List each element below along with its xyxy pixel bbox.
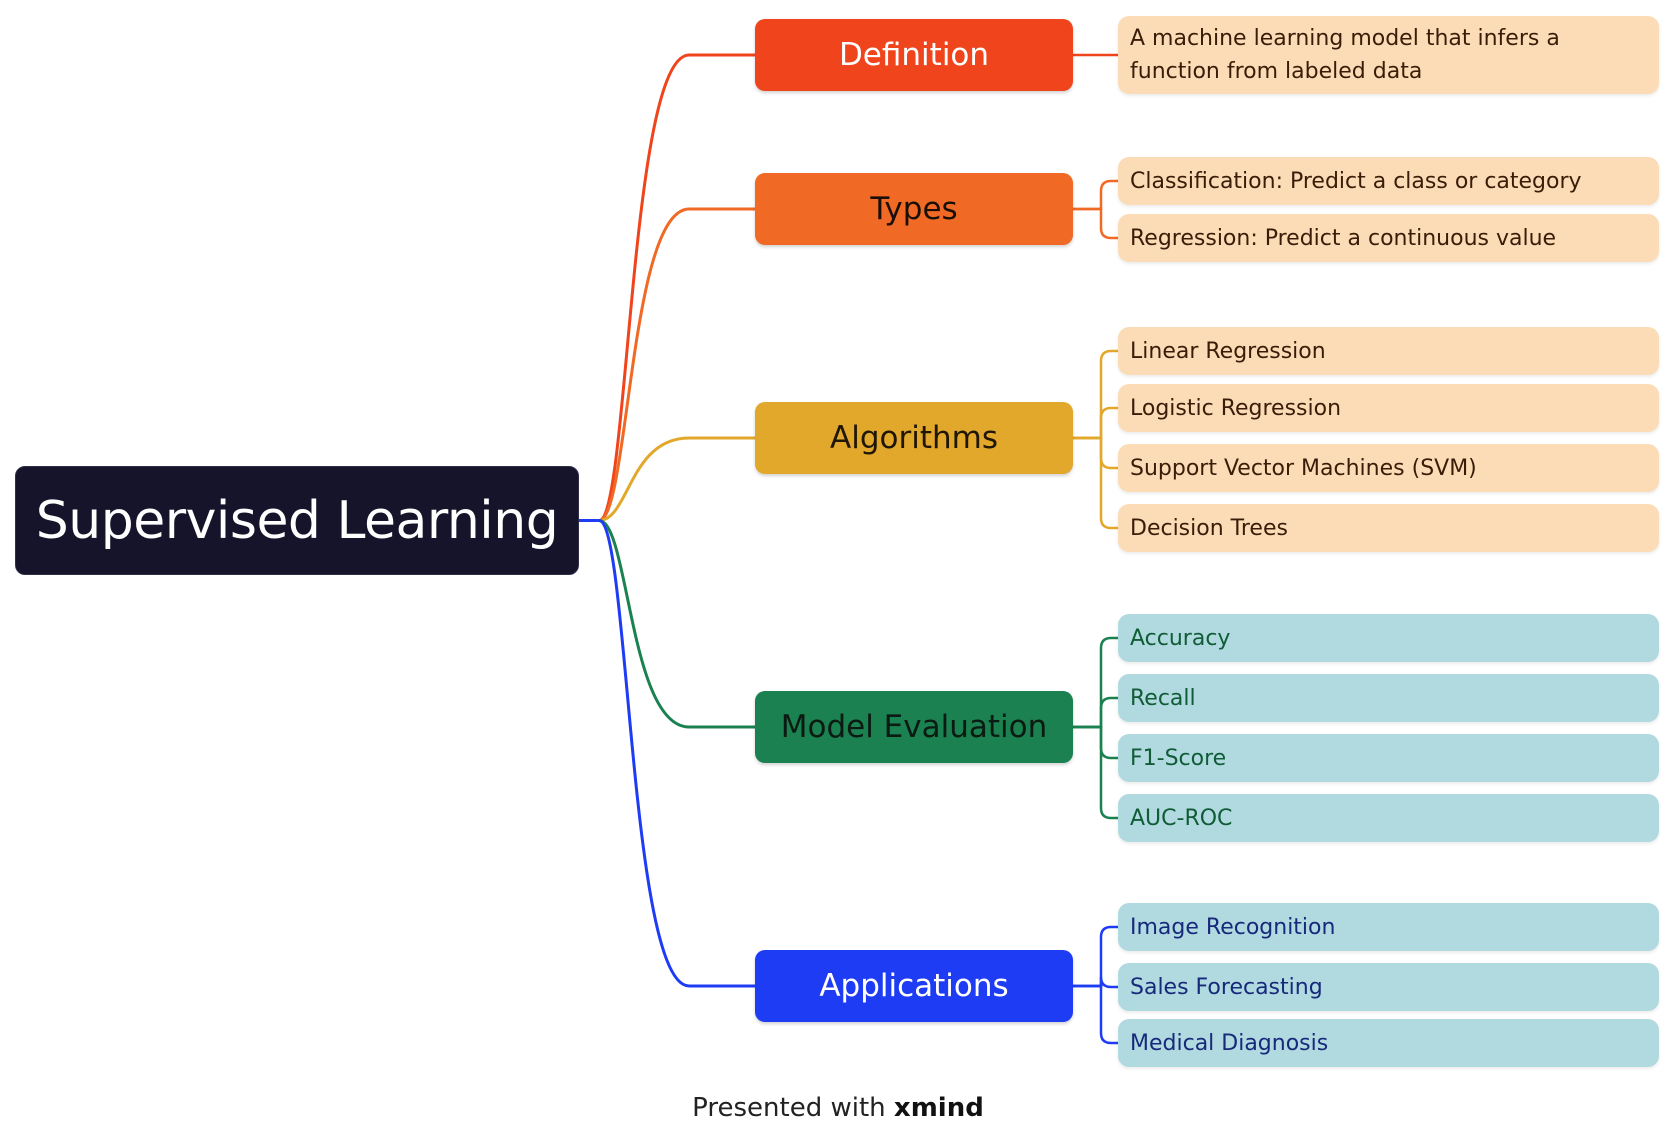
leaf-connector-3-2 bbox=[1071, 725, 1120, 760]
leaf-connector-3-1 bbox=[1071, 696, 1120, 729]
branch-connector-2 bbox=[597, 436, 757, 522]
leaf-label: F1-Score bbox=[1130, 745, 1227, 771]
leaf-label: Classification: Predict a class or categ… bbox=[1130, 168, 1582, 194]
branch-algorithms[interactable]: Algorithms bbox=[755, 402, 1073, 474]
branch-label: Algorithms bbox=[830, 420, 998, 456]
root-topic-label: Supervised Learning bbox=[35, 490, 559, 551]
leaf-connector-1-1 bbox=[1071, 207, 1120, 240]
leaf-connector-3-3 bbox=[1071, 725, 1120, 820]
leaf-classification[interactable]: Classification: Predict a class or categ… bbox=[1118, 157, 1659, 205]
xmind-logo-text: xmind bbox=[893, 1093, 984, 1123]
leaf-connector-4-0 bbox=[1071, 925, 1120, 988]
leaf-logistic-regression[interactable]: Logistic Regression bbox=[1118, 384, 1659, 432]
branch-model-evaluation[interactable]: Model Evaluation bbox=[755, 691, 1073, 763]
leaf-connector-2-0 bbox=[1071, 349, 1120, 440]
leaf-label: Regression: Predict a continuous value bbox=[1130, 225, 1557, 251]
leaf-label: AUC-ROC bbox=[1130, 805, 1233, 831]
branch-applications[interactable]: Applications bbox=[755, 950, 1073, 1022]
leaf-sales-forecasting[interactable]: Sales Forecasting bbox=[1118, 963, 1659, 1011]
branch-label: Applications bbox=[819, 968, 1009, 1004]
leaf-label: Accuracy bbox=[1130, 625, 1231, 651]
leaf-label: Recall bbox=[1130, 685, 1196, 711]
leaf-connector-2-1 bbox=[1071, 406, 1120, 440]
leaf-f1-score[interactable]: F1-Score bbox=[1118, 734, 1659, 782]
leaf-recall[interactable]: Recall bbox=[1118, 674, 1659, 722]
leaf-connector-2-3 bbox=[1071, 436, 1120, 530]
branch-types[interactable]: Types bbox=[755, 173, 1073, 245]
leaf-label: Linear Regression bbox=[1130, 338, 1326, 364]
footer-credit: Presented with xmind bbox=[0, 1093, 1676, 1123]
branch-label: Model Evaluation bbox=[780, 709, 1048, 745]
branch-label: Definition bbox=[838, 37, 990, 73]
leaf-connector-4-1 bbox=[1071, 976, 1120, 989]
leaf-image-recognition[interactable]: Image Recognition bbox=[1118, 903, 1659, 951]
leaf-linear-regression[interactable]: Linear Regression bbox=[1118, 327, 1659, 375]
leaf-label: Medical Diagnosis bbox=[1130, 1030, 1329, 1056]
leaf-label: Support Vector Machines (SVM) bbox=[1130, 455, 1477, 481]
leaf-label: Decision Trees bbox=[1130, 515, 1288, 541]
branch-connector-3 bbox=[597, 519, 757, 729]
branch-connector-1 bbox=[597, 207, 757, 522]
leaf-regression[interactable]: Regression: Predict a continuous value bbox=[1118, 214, 1659, 262]
leaf-label: A machine learning model that infers a f… bbox=[1130, 26, 1560, 84]
leaf-medical-diagnosis[interactable]: Medical Diagnosis bbox=[1118, 1019, 1659, 1067]
branch-connector-4 bbox=[597, 519, 757, 988]
root-topic[interactable]: Supervised Learning bbox=[15, 466, 579, 575]
leaf-connector-4-2 bbox=[1071, 984, 1120, 1045]
leaf-decision-trees[interactable]: Decision Trees bbox=[1118, 504, 1659, 552]
leaf-label: Logistic Regression bbox=[1130, 395, 1342, 421]
leaf-connector-1-0 bbox=[1071, 179, 1120, 211]
leaf-label: Sales Forecasting bbox=[1130, 974, 1323, 1000]
leaf-label: Image Recognition bbox=[1130, 914, 1336, 940]
leaf-connector-3-0 bbox=[1071, 636, 1120, 729]
leaf-accuracy[interactable]: Accuracy bbox=[1118, 614, 1659, 662]
branch-connector-0 bbox=[597, 53, 757, 522]
leaf-svm[interactable]: Support Vector Machines (SVM) bbox=[1118, 444, 1659, 492]
footer-prefix: Presented with bbox=[692, 1093, 886, 1123]
leaf-definition-text[interactable]: A machine learning model that infers a f… bbox=[1118, 16, 1659, 94]
branch-label: Types bbox=[870, 191, 958, 227]
branch-definition[interactable]: Definition bbox=[755, 19, 1073, 91]
leaf-auc-roc[interactable]: AUC-ROC bbox=[1118, 794, 1659, 842]
leaf-connector-2-2 bbox=[1071, 436, 1120, 470]
